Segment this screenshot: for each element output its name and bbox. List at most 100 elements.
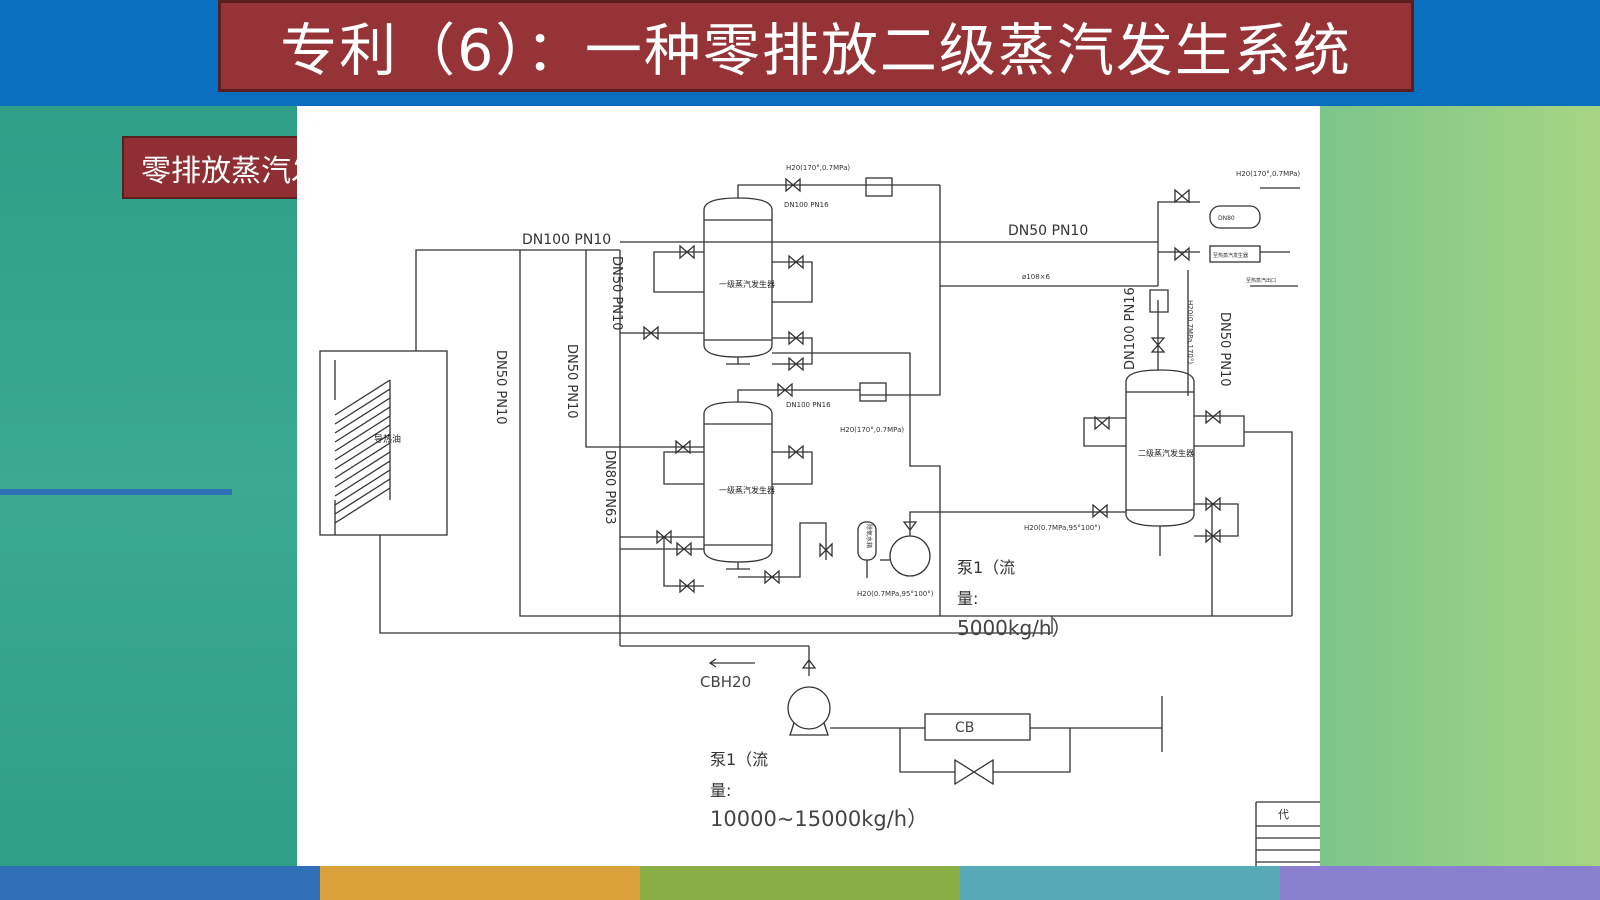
process-diagram: 导热油 DN100 PN10 DN50 PN10 ø108×6 DN50 PN1… [319, 164, 1320, 866]
pump2-label-line1: 泵1（流 [710, 750, 768, 769]
pump-2-piping [830, 696, 1163, 773]
heater-coil-frame [334, 360, 391, 535]
stage1-upper-top [737, 184, 780, 198]
stage1-upper-right-loop2 [772, 337, 813, 365]
valve-17 [1150, 337, 1166, 353]
pump1-label-line3: 5000kg/h） [957, 616, 1072, 640]
stage1-generator-upper [703, 197, 773, 358]
heat-oil-label: 导热油 [374, 433, 401, 445]
stage1-upper-right-loop [772, 261, 813, 303]
pump-2-inlet [801, 646, 817, 676]
stage2-top-trap [1149, 289, 1169, 370]
svg-text:DN50 PN10: DN50 PN10 [1217, 312, 1232, 387]
label-dn50-v2: DN50 PN10 [564, 344, 579, 419]
stage1-lower-details [704, 423, 772, 570]
label-h2o-right-top: H20(170°,0.7MPa) [1236, 170, 1300, 178]
right-panel [1320, 106, 1600, 866]
stage1-generator-lower [703, 401, 773, 563]
valve-19 [1205, 409, 1221, 425]
title-block [1255, 801, 1320, 866]
stage1-upper-label: 一级蒸汽发生器 [719, 279, 775, 289]
heat-oil-heater [319, 350, 448, 536]
pump2-label-line2: 量: [710, 781, 731, 800]
footer-segment-4 [960, 866, 1280, 900]
diagram-canvas: 导热油 DN100 PN10 DN50 PN10 ø108×6 DN50 PN1… [297, 106, 1320, 866]
pump-1-discharge [902, 511, 1108, 536]
label-dn100-pn16-v: DN100 PN16 [1123, 287, 1138, 370]
label-h2o-vert: H20(0.7MPa,170°) [1186, 300, 1194, 364]
right-small-label: 至热蒸汽发生器 [1213, 252, 1248, 259]
valve-5 [788, 330, 804, 346]
cbh2o-label: CBH20 [700, 673, 751, 691]
valve-7 [777, 382, 793, 398]
svg-text:H20(0.7MPa,170°): H20(0.7MPa,170°) [1186, 300, 1194, 364]
label-h2o-pump: H20(0.7MPa,95°100°) [857, 590, 934, 598]
footer-segment-1 [0, 866, 320, 900]
steam-trap-mid [859, 382, 887, 402]
title-banner: 专利（6）：一种零排放二级蒸汽发生系统 [218, 0, 1414, 92]
stage2-bottom-right [1194, 503, 1239, 616]
label-dn50-right: DN50 PN10 [1217, 312, 1232, 387]
label-pipe-108: ø108×6 [1022, 273, 1051, 281]
label-dn80-pn63: DN80 PN63 [602, 450, 617, 525]
pipe-return-bottom [379, 535, 1053, 634]
stage2-generator [1125, 369, 1195, 527]
valve-8 [675, 439, 691, 455]
valve-21 [1205, 496, 1221, 512]
label-dn100-pn16-b: DN100 PN16 [786, 401, 831, 409]
pump1-label-line2: 量: [957, 589, 978, 608]
footer-segment-5 [1280, 866, 1600, 900]
valve-6 [788, 356, 804, 372]
label-h2o-top: H20(170°,0.7MPa) [786, 164, 850, 172]
svg-text:DN50 PN10: DN50 PN10 [564, 344, 579, 419]
stage2-right-loop [1194, 415, 1293, 616]
pump-2 [787, 686, 831, 730]
svg-text:DN50 PN10: DN50 PN10 [493, 350, 508, 425]
valve-11 [676, 541, 692, 557]
page-title: 专利（6）：一种零排放二级蒸汽发生系统 [280, 18, 1352, 84]
pipe-dn50-mid [585, 250, 704, 448]
svg-text:除氧水箱: 除氧水箱 [865, 524, 873, 548]
label-dn100-pn16-a: DN100 PN16 [784, 201, 829, 209]
valve-9 [788, 444, 804, 460]
label-dn50-v1: DN50 PN10 [493, 350, 508, 425]
tank-label: 除氧水箱 [865, 524, 873, 548]
pump1-label-line1: 泵1（流 [957, 558, 1015, 577]
stage1-lower-right-loop [772, 451, 813, 485]
steam-trap-top [865, 177, 893, 197]
pipe-dn50-left [519, 250, 1292, 617]
stage1-to-pump [772, 352, 941, 616]
separator-bottom [1209, 245, 1261, 263]
valve-16 [1174, 246, 1190, 262]
svg-text:DN50 PN10: DN50 PN10 [609, 256, 624, 331]
pipe-heater-top [415, 249, 620, 351]
valve-4 [643, 325, 659, 341]
valve-10 [656, 529, 672, 545]
pipe-steam-riser [860, 185, 941, 396]
valve-2 [785, 177, 801, 193]
pump-2-base [789, 722, 829, 736]
valve-14 [819, 542, 833, 558]
separator-top [1209, 205, 1261, 229]
valve-20 [1092, 503, 1108, 519]
stage1-lower-left-loop [663, 451, 704, 485]
heater-coil [334, 379, 391, 524]
label-h2o-right-low: H20(0.7MPa,95°100°) [1024, 524, 1101, 532]
cb-label: CB [955, 720, 974, 736]
left-divider [0, 489, 232, 495]
stage2-details [1126, 391, 1194, 556]
valve-13 [764, 569, 780, 585]
left-panel [0, 106, 297, 866]
cb-unit [924, 713, 1031, 741]
cbh2o-arrow [708, 658, 755, 668]
valve-15 [1174, 188, 1190, 204]
stage1-lower-bottom-pipes [620, 536, 704, 587]
footer-segment-3 [640, 866, 960, 900]
label-dn80: DN80 [1218, 215, 1235, 222]
right-outlets [1250, 187, 1300, 287]
stage1-drain [738, 522, 827, 578]
footer-segment-2 [320, 866, 640, 900]
stage1-upper-left-loop [653, 251, 704, 293]
valve-18 [1094, 415, 1110, 431]
valve-1 [679, 244, 695, 260]
